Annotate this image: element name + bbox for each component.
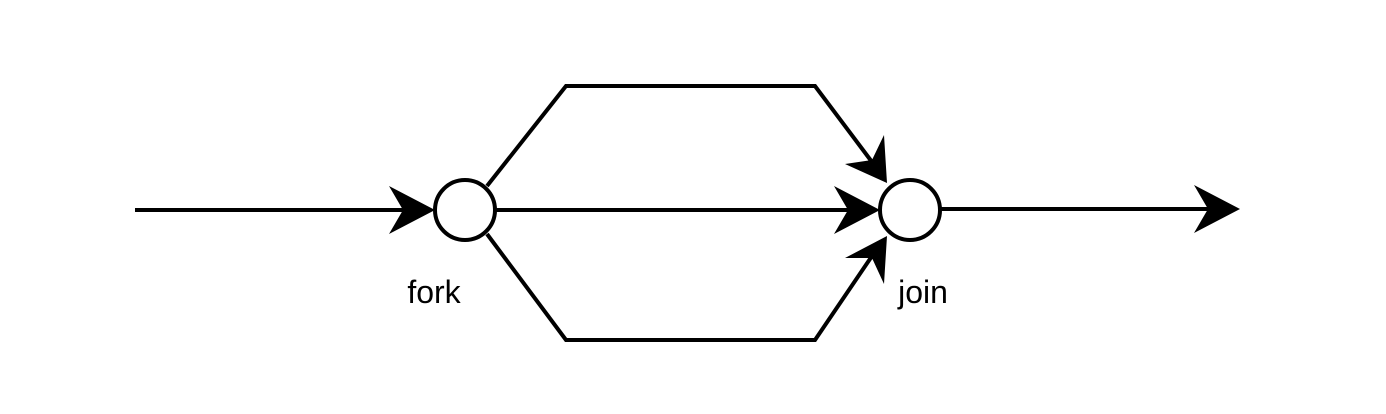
output-edge (941, 185, 1240, 233)
middle-branch-arrowhead (834, 186, 880, 234)
join-node: join (878, 178, 948, 310)
lower-branch-arrowhead (845, 236, 887, 284)
output-edge-arrowhead (1194, 185, 1240, 233)
input-edge (135, 186, 435, 234)
fork-node: fork (407, 178, 497, 310)
upper-branch-arrowhead (845, 135, 887, 183)
input-edge-arrowhead (389, 186, 435, 234)
join-label: join (897, 274, 948, 310)
lower-branch-line (485, 232, 874, 342)
middle-branch (495, 186, 880, 234)
upper-branch (485, 84, 887, 188)
fork-label: fork (407, 274, 461, 310)
join-node-circle (878, 178, 942, 242)
fork-node-circle (433, 178, 497, 242)
lower-branch (485, 232, 887, 342)
upper-branch-line (485, 84, 874, 188)
